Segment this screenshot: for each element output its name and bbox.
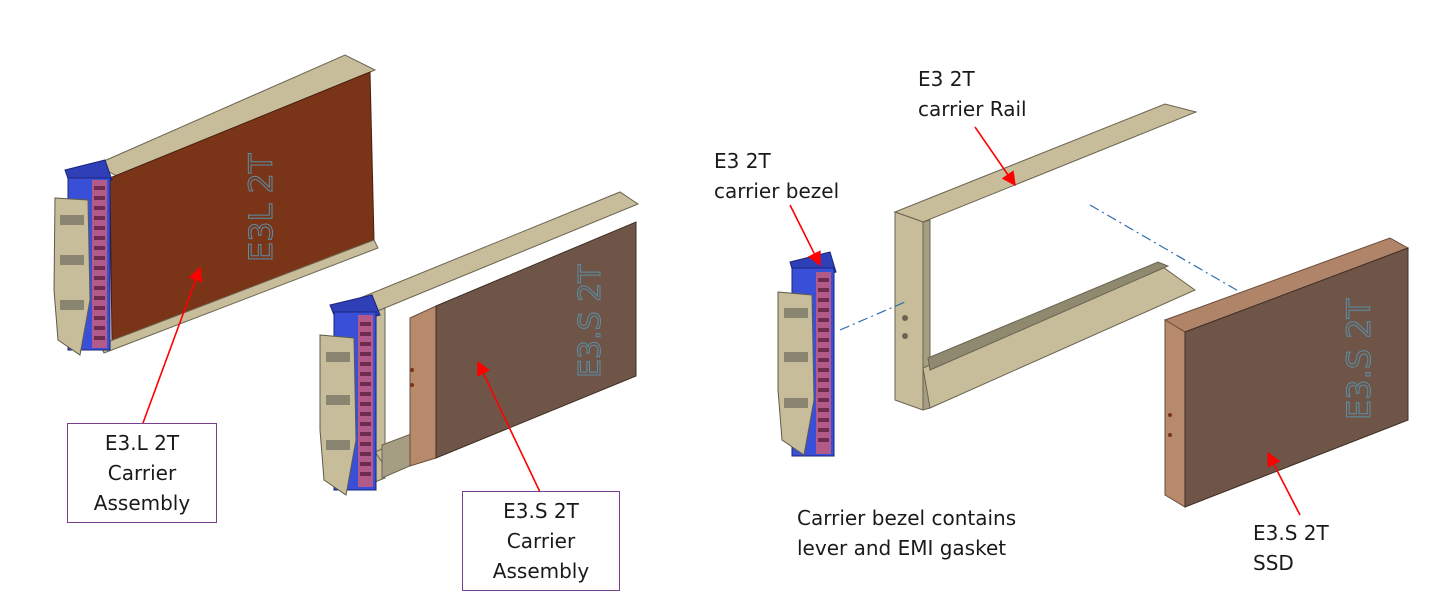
alignment-line-bezel-rail xyxy=(839,301,906,331)
ssd-side-face xyxy=(1184,247,1409,508)
ssd-drive-label: E3.S 2T xyxy=(1340,298,1378,420)
ssd-front-face xyxy=(1164,319,1186,508)
e3l-top-rail xyxy=(93,54,377,181)
e3s-carrier-drive-label: E3.S 2T xyxy=(573,264,608,378)
arrow-ssd xyxy=(1267,451,1301,516)
alignment-line-rail-ssd xyxy=(1089,204,1241,293)
exploded-ssd: E3.S 2T xyxy=(1163,237,1410,508)
callout-e3s-assembly: E3.S 2T Carrier Assembly xyxy=(462,491,620,591)
e3l-bezel xyxy=(53,159,113,356)
e3l-lever xyxy=(53,197,91,356)
arrow-carrier-rail xyxy=(974,126,1016,187)
callout-carrier-bezel: E3 2T carrier bezel xyxy=(714,149,840,203)
callout-ssd: E3.S 2T SSD xyxy=(1253,521,1329,575)
e3s-drive-side xyxy=(435,221,637,459)
e3s-carrier-assembly: E3.S 2T xyxy=(319,191,640,496)
callout-e3l-assembly: E3.L 2T Carrier Assembly xyxy=(67,423,217,523)
callout-carrier-rail: E3 2T carrier Rail xyxy=(918,67,1027,121)
e3s-lever xyxy=(319,334,357,496)
exploded-bezel xyxy=(777,251,837,457)
arrow-carrier-bezel xyxy=(789,204,821,267)
e3l-drive-label: E3L 2T xyxy=(242,153,280,262)
arrow-e3s-assembly xyxy=(477,360,541,493)
bezel-note: Carrier bezel contains lever and EMI gas… xyxy=(797,506,1017,560)
exploded-rail xyxy=(893,103,1198,411)
e3s-drive-front xyxy=(409,305,437,467)
arrow-e3l-assembly xyxy=(142,266,203,424)
e3l-carrier-assembly: E3L 2T xyxy=(53,54,379,356)
e3s-bezel xyxy=(319,294,381,496)
